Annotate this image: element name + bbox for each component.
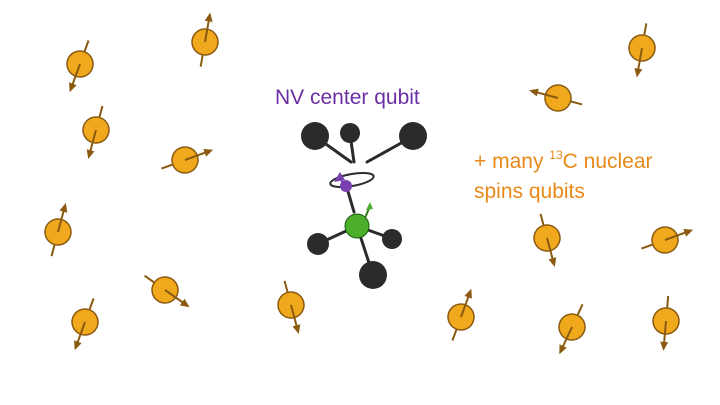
nuclear-spin-icon [44,203,72,257]
nitrogen-spin-arrowhead [366,202,373,210]
carbon-atom [340,123,360,143]
nuclear-spin-icon [82,105,110,159]
nuclear-spin-icon [191,12,219,67]
nuclear-spins-label-line1: + many 13C nuclear [474,148,653,173]
isotope-mass: 13 [549,148,563,162]
nuclear-spins-label-line2: spins qubits [474,180,585,203]
nitrogen-atom [344,213,370,239]
carbon-atom [382,229,402,249]
nv-center-label: NV center qubit [275,86,420,109]
bond [345,186,356,214]
nuclear-spin-icon [533,213,561,267]
nuclear-spin-icon [66,40,94,93]
nuclear-spin-icon [447,288,475,341]
carbon-atom [307,233,329,255]
nuclear-spin-icon [529,84,583,112]
carbon-atom [359,261,387,289]
nuclear-spin-icon [71,298,99,351]
nuclear-spin-icon [628,23,656,78]
nv-center-lattice-icon [301,122,427,289]
nuclear-spin-icon [652,296,680,351]
nuclear-spins-label: + many 13C nuclear spins qubits [474,140,653,207]
nuclear-spin-icon [161,146,214,174]
precession-orbit [329,171,375,189]
carbon-atom [399,122,427,150]
nuclear-spin-icon [558,303,586,355]
nuclear-spin-icon [641,226,694,254]
nuclear-spins [44,12,694,355]
nuclear-spin-icon [277,280,305,334]
carbon-atom [301,122,329,150]
nuclear-spin-icon [143,274,190,308]
electron-spin-arrow [338,175,345,186]
